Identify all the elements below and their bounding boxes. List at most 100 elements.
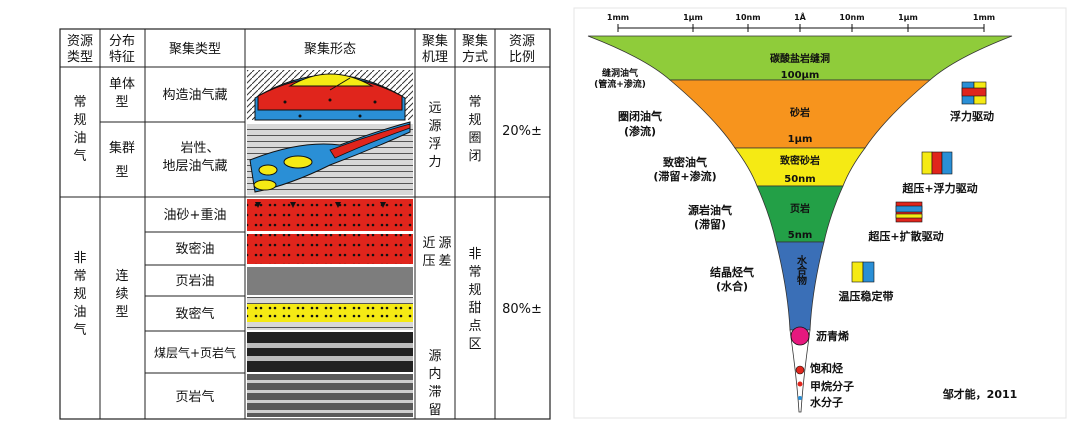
svg-text:10nm: 10nm bbox=[839, 13, 864, 22]
svg-text:连: 连 bbox=[115, 268, 128, 284]
header-resource-type-2: 类型 bbox=[67, 50, 93, 65]
header-distribution-1: 分布 bbox=[109, 34, 135, 49]
accumulation-table-svg: 资源 类型 分布 特征 聚集类型 聚集形态 聚集 机理 聚集 方式 资源 比例 … bbox=[59, 28, 551, 420]
svg-text:(水合): (水合) bbox=[716, 279, 748, 293]
overpressure-diffusion-icon bbox=[895, 201, 923, 223]
svg-text:(滞留): (滞留) bbox=[694, 217, 726, 231]
dist-single-suffix: 型 bbox=[115, 95, 128, 110]
svg-text:点: 点 bbox=[468, 319, 481, 334]
svg-text:气: 气 bbox=[73, 148, 86, 164]
svg-text:油砂+重油: 油砂+重油 bbox=[164, 207, 227, 223]
label-methane: 甲烷分子 bbox=[810, 379, 854, 393]
label-asphaltene: 沥青烯 bbox=[816, 329, 849, 343]
svg-text:压: 压 bbox=[422, 254, 435, 269]
accum-lithologic-1: 岩性、 bbox=[180, 141, 219, 156]
svg-text:源: 源 bbox=[428, 119, 441, 134]
svg-text:页岩油: 页岩油 bbox=[175, 274, 214, 289]
svg-text:力: 力 bbox=[428, 155, 441, 170]
water-molecule-icon bbox=[798, 396, 802, 400]
unconventional-type: 非 常 规 油 气 bbox=[73, 251, 86, 338]
right-label-buoyancy: 浮力驱动 bbox=[950, 109, 994, 123]
form-lithologic-trap bbox=[247, 121, 413, 195]
buoyancy-drive-icon bbox=[961, 81, 987, 105]
accum-structural: 构造油气藏 bbox=[162, 87, 227, 103]
svg-text:10nm: 10nm bbox=[735, 13, 760, 22]
svg-text:(管流+渗流): (管流+渗流) bbox=[594, 78, 646, 90]
band-bottom-tight-sandstone: 50nm bbox=[784, 174, 815, 185]
svg-text:油: 油 bbox=[73, 305, 86, 320]
svg-text:圈闭油气: 圈闭油气 bbox=[618, 109, 662, 123]
svg-text:非: 非 bbox=[468, 247, 481, 262]
conventional-ratio: 20%± bbox=[502, 124, 542, 139]
conventional-mode: 常 规 圈 闭 bbox=[468, 95, 481, 164]
svg-text:缝洞油气: 缝洞油气 bbox=[602, 67, 638, 79]
table-frame bbox=[59, 28, 551, 420]
header-accumulation-type: 聚集类型 bbox=[169, 41, 221, 57]
band-name-hydrate: 水合物 bbox=[795, 254, 808, 286]
svg-text:近: 近 bbox=[422, 236, 435, 251]
temp-pressure-stable-icon bbox=[851, 261, 875, 283]
svg-text:1Å: 1Å bbox=[794, 12, 807, 22]
unconventional-mode: 非 常 规 甜 点 区 bbox=[468, 247, 481, 352]
unconventional-ratio: 80%± bbox=[502, 302, 542, 317]
header-distribution-2: 特征 bbox=[109, 50, 135, 65]
svg-text:规: 规 bbox=[73, 287, 86, 302]
left-labels: 缝洞油气 (管流+渗流) 圈闭油气 (渗流) 致密油气 (滞留+渗流) 源岩油气… bbox=[594, 67, 754, 293]
unconventional-rows: 油砂+重油 致密油 页岩油 致密气 煤层气+页岩气 页岩气 bbox=[154, 207, 236, 405]
svg-text:规: 规 bbox=[73, 113, 86, 128]
svg-text:内: 内 bbox=[428, 366, 441, 382]
svg-text:结晶烃气: 结晶烃气 bbox=[709, 265, 754, 279]
overpressure-buoyancy-icon bbox=[921, 151, 953, 175]
label-water: 水分子 bbox=[810, 395, 843, 409]
saturated-hydrocarbon-icon bbox=[795, 365, 805, 375]
header-resource-type-1: 资源 bbox=[67, 34, 93, 49]
unconventional-mechanism-near: 近 源 压 差 bbox=[422, 236, 451, 269]
svg-text:致密油气: 致密油气 bbox=[663, 155, 707, 169]
form-oil-sand bbox=[247, 199, 413, 231]
conventional-type: 常 规 油 气 bbox=[73, 95, 86, 164]
svg-text:1mm: 1mm bbox=[607, 13, 629, 22]
svg-text:型: 型 bbox=[115, 305, 128, 320]
svg-text:源岩油气: 源岩油气 bbox=[688, 203, 732, 217]
column-lines bbox=[99, 29, 496, 419]
svg-text:页岩气: 页岩气 bbox=[175, 389, 214, 405]
form-coalbed-gas bbox=[247, 332, 413, 372]
svg-text:甜: 甜 bbox=[468, 300, 481, 316]
svg-text:常: 常 bbox=[468, 265, 481, 280]
svg-text:闭: 闭 bbox=[468, 149, 481, 164]
right-label-overpressure-buoyancy: 超压+浮力驱动 bbox=[901, 181, 977, 195]
accum-lithologic-2: 地层油气藏 bbox=[162, 158, 227, 174]
band-name-sandstone: 砂岩 bbox=[789, 106, 810, 119]
header-mode-1: 聚集 bbox=[462, 33, 488, 49]
methane-molecule-icon bbox=[797, 381, 803, 387]
right-label-temp-pressure: 温压稳定带 bbox=[839, 289, 894, 303]
form-tight-oil bbox=[247, 234, 413, 264]
band-name-tight-sandstone: 致密砂岩 bbox=[780, 154, 820, 167]
header-mechanism-1: 聚集 bbox=[422, 33, 448, 49]
label-saturated: 饱和烃 bbox=[810, 361, 843, 375]
scale-ticks: 1mm 1μm 10nm 1Å 10nm 1μm 1mm bbox=[607, 12, 995, 22]
svg-text:续: 续 bbox=[115, 287, 128, 302]
unconventional-dist: 连 续 型 bbox=[115, 268, 128, 320]
form-shale-gas bbox=[247, 374, 413, 417]
svg-text:规: 规 bbox=[468, 113, 481, 128]
band-bottom-shale: 5nm bbox=[788, 230, 813, 241]
svg-text:滞: 滞 bbox=[428, 385, 441, 400]
conventional-mechanism: 远 源 浮 力 bbox=[428, 101, 441, 170]
svg-text:常: 常 bbox=[468, 95, 481, 110]
header-mechanism-2: 机理 bbox=[422, 50, 448, 65]
svg-text:源: 源 bbox=[428, 349, 441, 364]
svg-text:气: 气 bbox=[73, 322, 86, 338]
svg-text:区: 区 bbox=[468, 337, 481, 352]
scale-axis bbox=[617, 24, 985, 32]
svg-text:(渗流): (渗流) bbox=[624, 124, 656, 138]
form-structural-trap bbox=[247, 70, 413, 121]
svg-text:浮: 浮 bbox=[428, 137, 441, 152]
citation: 邹才能，2011 bbox=[942, 387, 1018, 401]
svg-text:常: 常 bbox=[73, 95, 86, 110]
svg-text:油: 油 bbox=[73, 131, 86, 146]
right-label-overpressure-diffusion: 超压+扩散驱动 bbox=[867, 229, 943, 243]
svg-text:非: 非 bbox=[73, 251, 86, 266]
form-shale-oil bbox=[247, 267, 413, 295]
svg-text:1mm: 1mm bbox=[973, 13, 995, 22]
